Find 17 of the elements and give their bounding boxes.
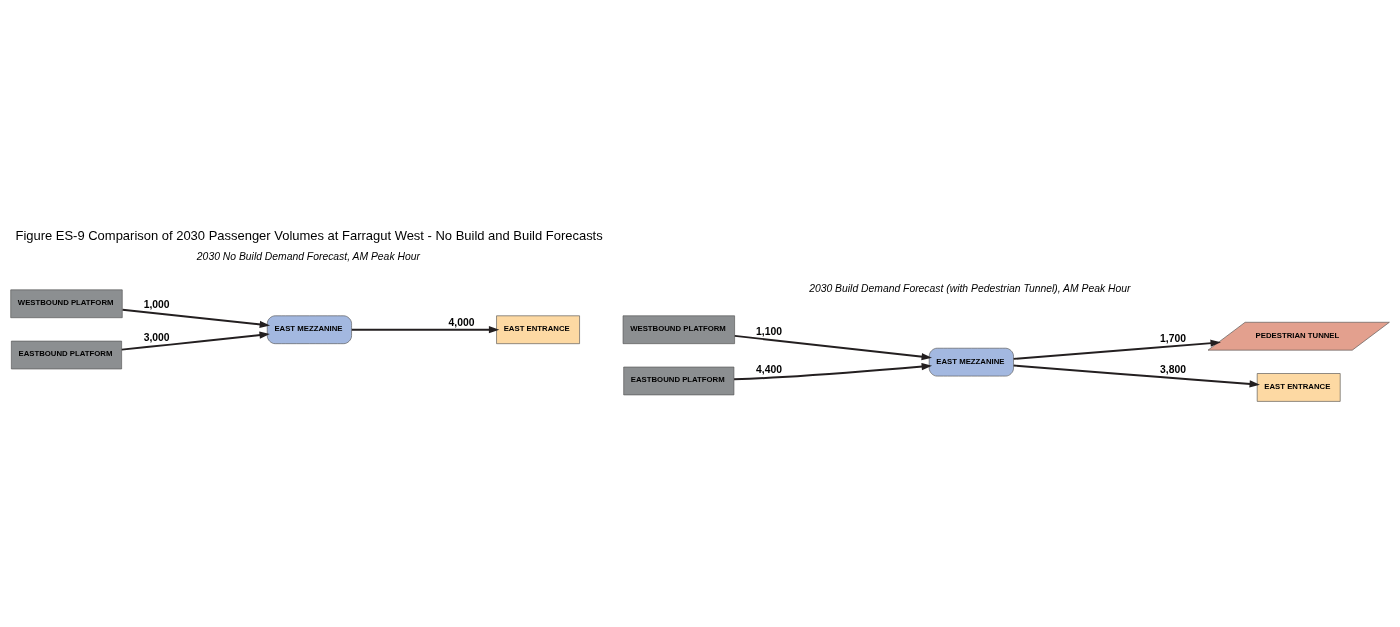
edge-label: 3,000 <box>143 331 170 343</box>
edge-label: 3,800 <box>1160 363 1187 375</box>
arrow <box>120 331 270 351</box>
edge-label: 4,400 <box>756 363 782 375</box>
diagram-title: Figure ES-9 Comparison of 2030 Passenger Volumes at Farragut West - No Build and Build Forecasts <box>15 227 603 243</box>
edge-label: 4,000 <box>448 316 475 328</box>
edge-label: 1,700 <box>1160 332 1187 344</box>
arrow <box>121 308 271 328</box>
label: 2030 Build Demand Forecast (with Pedestrian Tunnel), AM Peak Hour <box>809 282 1131 294</box>
edge-label: 1,100 <box>756 325 782 337</box>
label: 2030 No Build Demand Forecast, AM Peak Hour <box>196 250 420 262</box>
arrow <box>733 334 932 360</box>
arrow <box>733 362 933 380</box>
edge-label: 1,000 <box>143 298 170 310</box>
arrow <box>1012 364 1260 387</box>
arrow <box>1012 339 1221 360</box>
arrow <box>350 325 500 333</box>
